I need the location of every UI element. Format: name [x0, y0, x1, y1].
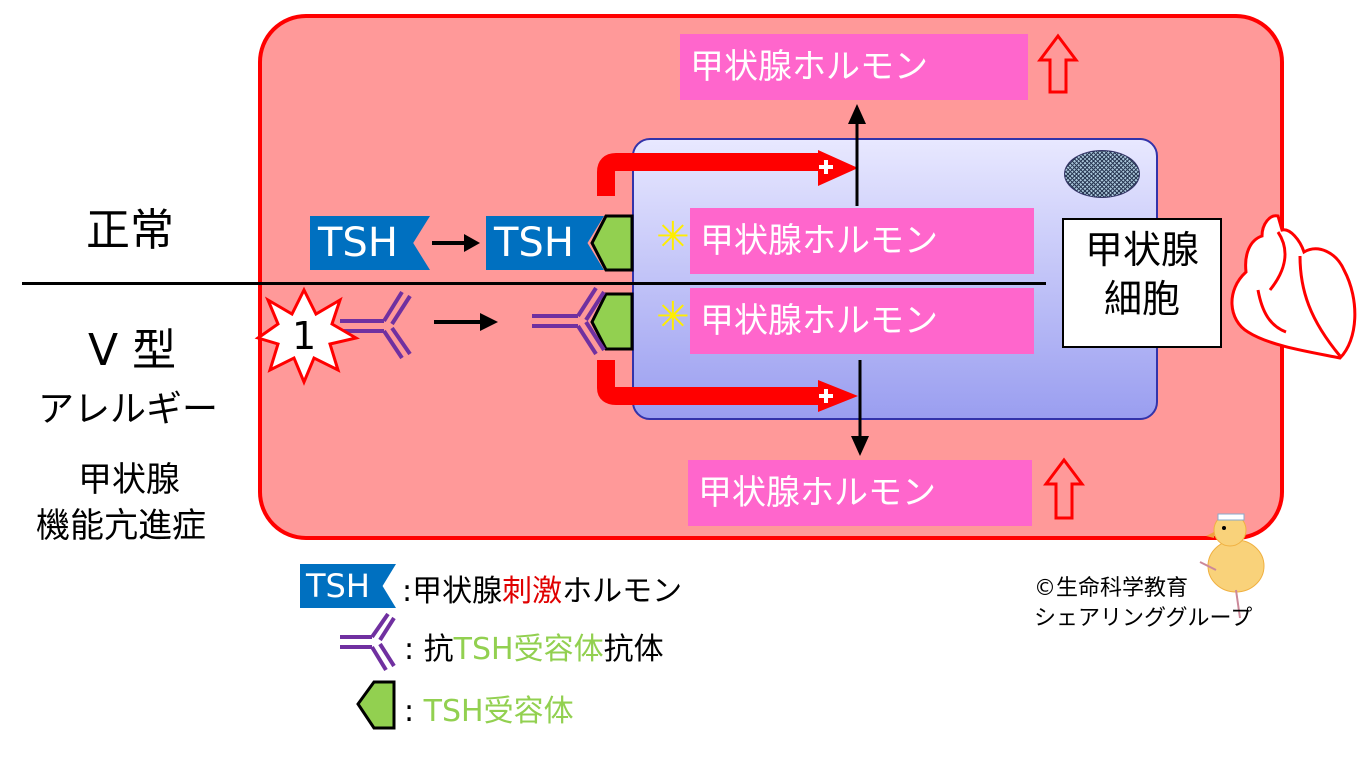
legend-receptor-text: : TSH受容体	[404, 686, 574, 730]
legend-antibody-desc-c: 抗体	[603, 632, 664, 667]
arrow-tsh-binding	[432, 234, 480, 252]
legend-tsh-desc-c: ホルモン	[562, 574, 683, 609]
label-disease-2: 機能亢進症	[36, 506, 206, 546]
tsh-receptor-normal	[590, 214, 634, 272]
secretion-arrow-top	[848, 104, 866, 206]
legend-tsh-desc-a: 甲状腺	[412, 574, 503, 609]
stimulation-arrow-top	[597, 150, 858, 196]
tsh-bound-label: TSH	[494, 220, 574, 266]
tsh-receptor-type5	[590, 292, 634, 351]
antibody-bound-icon	[532, 286, 606, 356]
tsh-free: TSH	[310, 216, 430, 270]
label-type5: V 型	[88, 325, 177, 376]
cell-label-line2: 細胞	[1103, 277, 1180, 322]
legend-antibody-desc-b: TSH受容体	[453, 632, 604, 667]
label-allergy: アレルギー	[38, 389, 219, 430]
legend-tsh-icon-label: TSH	[306, 567, 370, 605]
hormone-secreted-top: 甲状腺ホルモン	[680, 34, 1028, 100]
thyroid-cell-label: 甲状腺 細胞	[1062, 218, 1222, 348]
explosion-icon	[254, 286, 361, 386]
tsh-free-label: TSH	[318, 220, 398, 266]
asterisk-icon-type5: ✳	[656, 294, 690, 340]
legend-colon: :	[404, 632, 415, 667]
hormone-inner-normal: 甲状腺ホルモン	[690, 208, 1034, 274]
legend-colon: :	[402, 574, 413, 609]
legend-receptor-desc: TSH受容体	[423, 694, 574, 729]
hormone-secreted-bottom: 甲状腺ホルモン	[688, 460, 1032, 526]
credit-text: ©生命科学教育 シェアリンググループ	[1034, 574, 1252, 633]
legend-tsh-desc-b: 刺激	[502, 574, 563, 609]
credit-line2: シェアリンググループ	[1034, 605, 1253, 631]
legend-receptor-icon	[356, 680, 396, 730]
heart-icon	[1230, 214, 1357, 360]
legend-colon: :	[404, 694, 415, 729]
increase-arrow-bottom-icon	[1043, 457, 1085, 520]
label-normal: 正常	[86, 205, 174, 256]
label-disease-1: 甲状腺	[78, 460, 180, 500]
stimulation-arrow-bottom	[597, 360, 858, 412]
explosion-number: 1	[292, 314, 317, 358]
arrow-antibody-binding	[434, 313, 498, 331]
asterisk-icon-normal: ✳	[656, 214, 690, 260]
chick-mascot-icon	[1199, 513, 1265, 619]
divider-line	[22, 282, 1046, 285]
hormone-inner-type5: 甲状腺ホルモン	[690, 288, 1034, 354]
antibody-free-icon	[340, 290, 412, 360]
secretion-arrow-bottom	[851, 360, 869, 456]
tsh-bound: TSH	[486, 216, 604, 270]
legend-antibody-text: : 抗TSH受容体抗体	[404, 624, 664, 668]
legend-tsh-icon: TSH	[300, 564, 396, 608]
increase-arrow-top-icon	[1037, 33, 1079, 94]
credit-line1: ©生命科学教育	[1034, 576, 1189, 601]
legend-antibody-icon	[340, 612, 396, 672]
legend-antibody-desc-a: 抗	[423, 632, 454, 667]
legend-tsh-text: :甲状腺刺激ホルモン	[402, 566, 682, 610]
cell-label-line1: 甲状腺	[1084, 228, 1199, 272]
nucleus-icon	[1064, 150, 1140, 198]
